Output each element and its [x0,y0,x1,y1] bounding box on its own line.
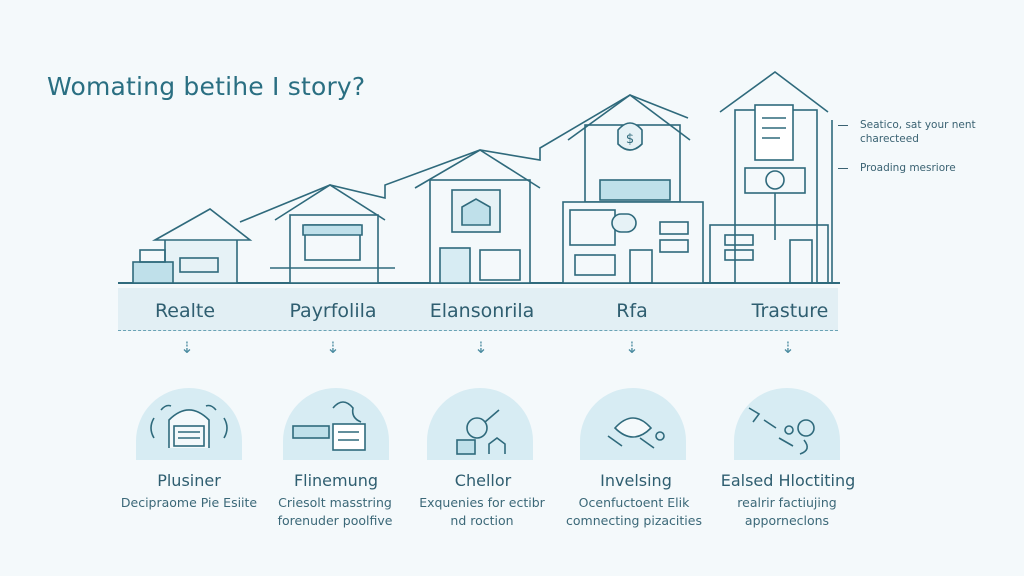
arrow-down-icon: ⇣ [625,338,639,357]
step-title-5: Ealsed Hloctiting [720,471,856,490]
step-title-3: Chellor [454,471,512,490]
arrow-down-icon: ⇣ [474,338,488,357]
arrow-down-icon: ⇣ [326,338,340,357]
stage-label-5: Trasture [751,300,829,322]
stage-band [118,288,838,331]
house-2-icon [270,184,395,284]
note-2: Proading mesriore [838,161,956,175]
dash-icon [838,167,848,169]
step-title-2: Flinemung [293,471,379,490]
stage-label-3: Elansonrila [429,300,535,322]
stage-label-1: Realte [154,300,216,322]
financing-icon [283,388,389,460]
house-3-icon [414,149,541,284]
arrow-down-icon: ⇣ [781,338,795,357]
hosting-icon [734,388,840,460]
page-title: Womating betihe I story? [47,72,366,101]
step-title-4: Invelsing [600,471,672,490]
checklist-icon [427,388,533,460]
houses-illustration: $ [118,71,840,284]
investing-icon [580,388,686,460]
dash-icon [838,124,848,126]
step-title-1: Plusiner [157,471,221,490]
house-4-icon: $ [562,94,704,284]
house-5-icon [709,71,833,284]
stage-label-4: Rfa [616,300,648,322]
planning-icon [136,388,242,460]
arrow-down-icon: ⇣ [180,338,194,357]
house-1-icon [132,208,253,284]
stage-label-2: Payrfolila [289,300,377,322]
svg-text:$: $ [626,132,634,147]
step-desc-1: Decipraome Pie Esiite [120,495,258,510]
